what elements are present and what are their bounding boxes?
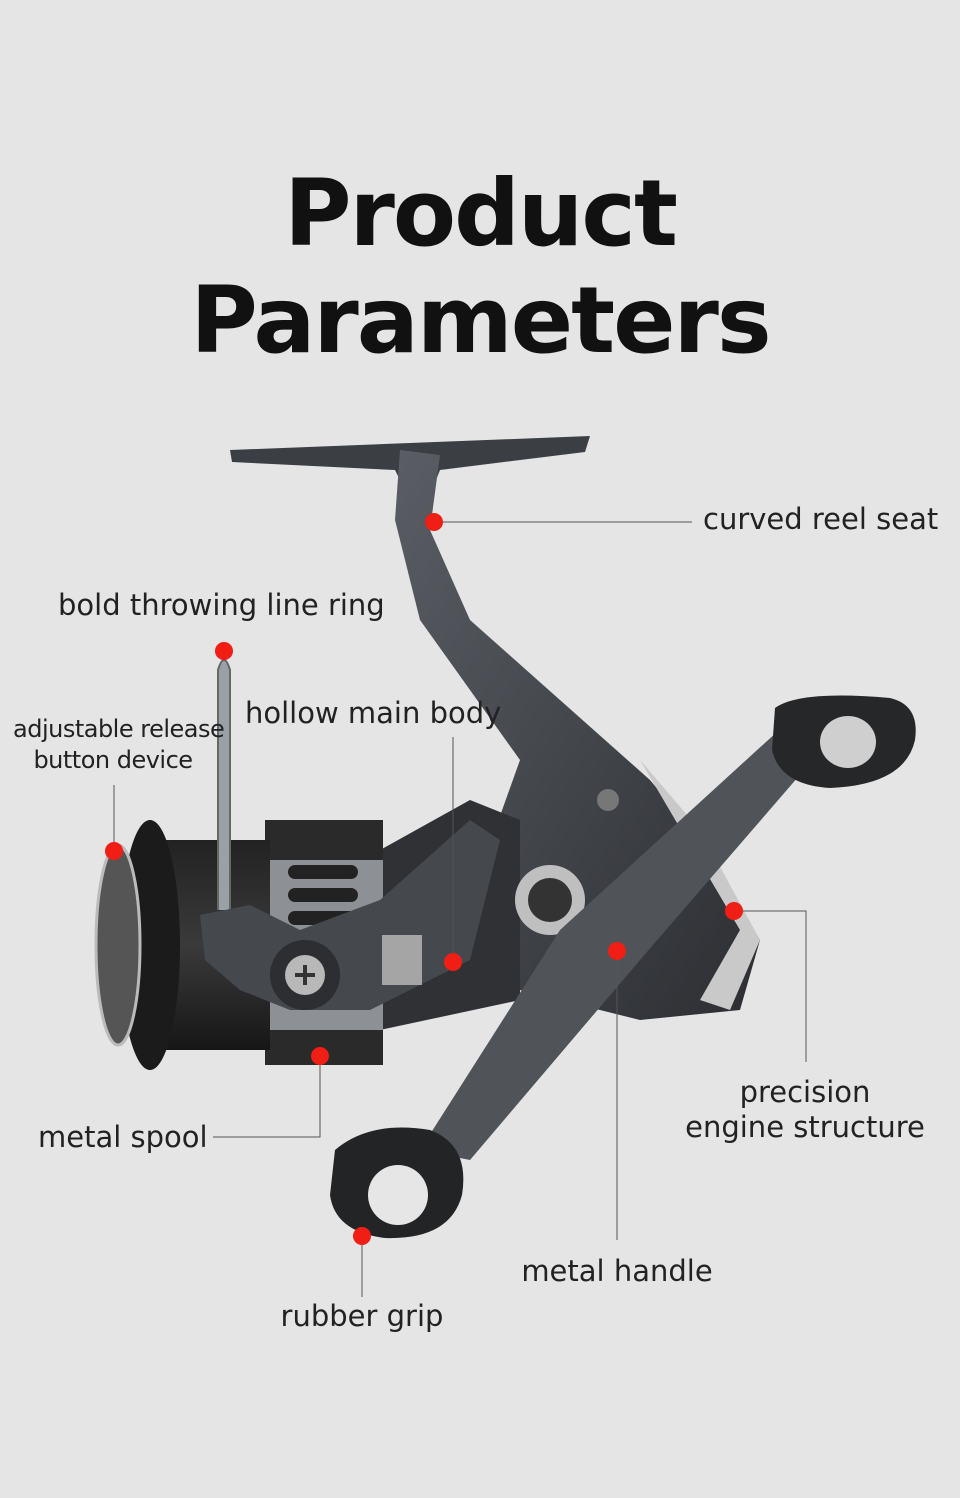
label-bold-throwing-line-ring: bold throwing line ring <box>58 588 385 622</box>
marker-metal-handle <box>608 942 626 960</box>
label-precision-engine: precision engine structure <box>675 1075 935 1145</box>
marker-metal-spool <box>311 1047 329 1065</box>
label-metal-spool: metal spool <box>38 1120 208 1154</box>
label-rubber-grip: rubber grip <box>280 1299 444 1333</box>
page-title: Product Parameters <box>190 160 771 374</box>
label-metal-handle: metal handle <box>521 1254 713 1288</box>
label-adjustable-release-line1: adjustable release <box>13 715 225 743</box>
handle-arm <box>420 720 830 1160</box>
marker-curved-reel-seat <box>425 513 443 531</box>
leader-lines <box>113 521 807 1297</box>
label-hollow-main-body: hollow main body <box>245 696 502 730</box>
marker-release-button <box>105 842 123 860</box>
label-precision-line1: precision <box>739 1075 871 1109</box>
label-adjustable-release-line2: button device <box>33 746 193 775</box>
marker-line-ring <box>215 642 233 660</box>
marker-main-body <box>444 953 462 971</box>
label-curved-reel-seat: curved reel seat <box>703 502 939 536</box>
marker-rubber-grip <box>353 1227 371 1245</box>
label-precision-line2: engine structure <box>685 1109 925 1144</box>
marker-engine <box>725 902 743 920</box>
bail-wire <box>217 659 231 910</box>
label-adjustable-release: adjustable release button device <box>13 714 225 776</box>
